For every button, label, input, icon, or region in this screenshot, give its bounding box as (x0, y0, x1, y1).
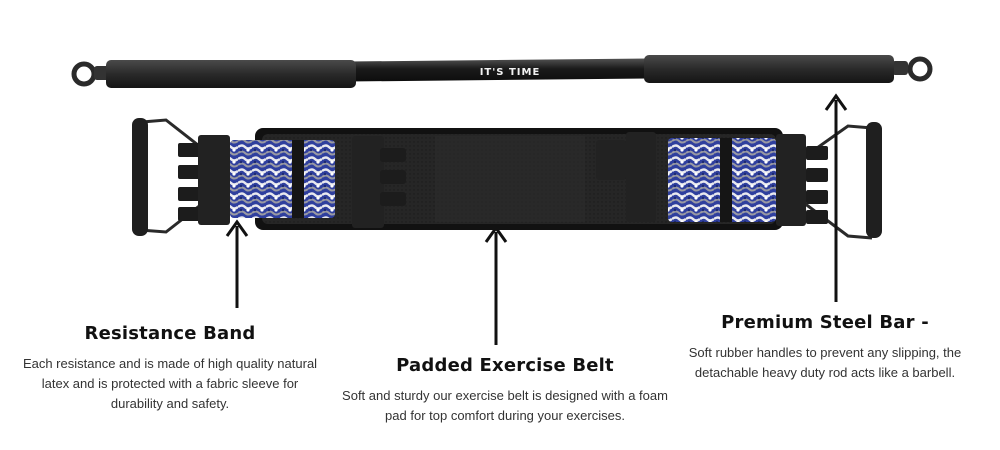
arrow-bar (824, 93, 848, 302)
arrow-band (225, 219, 249, 308)
resistance-bands-right (596, 122, 882, 240)
feature-title: Premium Steel Bar - (721, 312, 929, 333)
feature-resistance-band: Resistance Band Each resistance and is m… (20, 323, 320, 414)
arrow-belt (484, 225, 508, 345)
feature-title: Padded Exercise Belt (396, 355, 614, 376)
feature-steel-bar: Premium Steel Bar - Soft rubber handles … (660, 312, 990, 383)
feature-description: Each resistance and is made of high qual… (22, 356, 318, 411)
feature-description: Soft and sturdy our exercise belt is des… (342, 388, 668, 423)
resistance-bands-left (132, 118, 406, 236)
feature-description: Soft rubber handles to prevent any slipp… (688, 345, 962, 380)
feature-padded-belt: Padded Exercise Belt Soft and sturdy our… (330, 355, 680, 426)
bar-brand-label: IT'S TIME (480, 67, 541, 78)
steel-bar: IT'S TIME (71, 55, 933, 88)
feature-title: Resistance Band (84, 323, 256, 344)
